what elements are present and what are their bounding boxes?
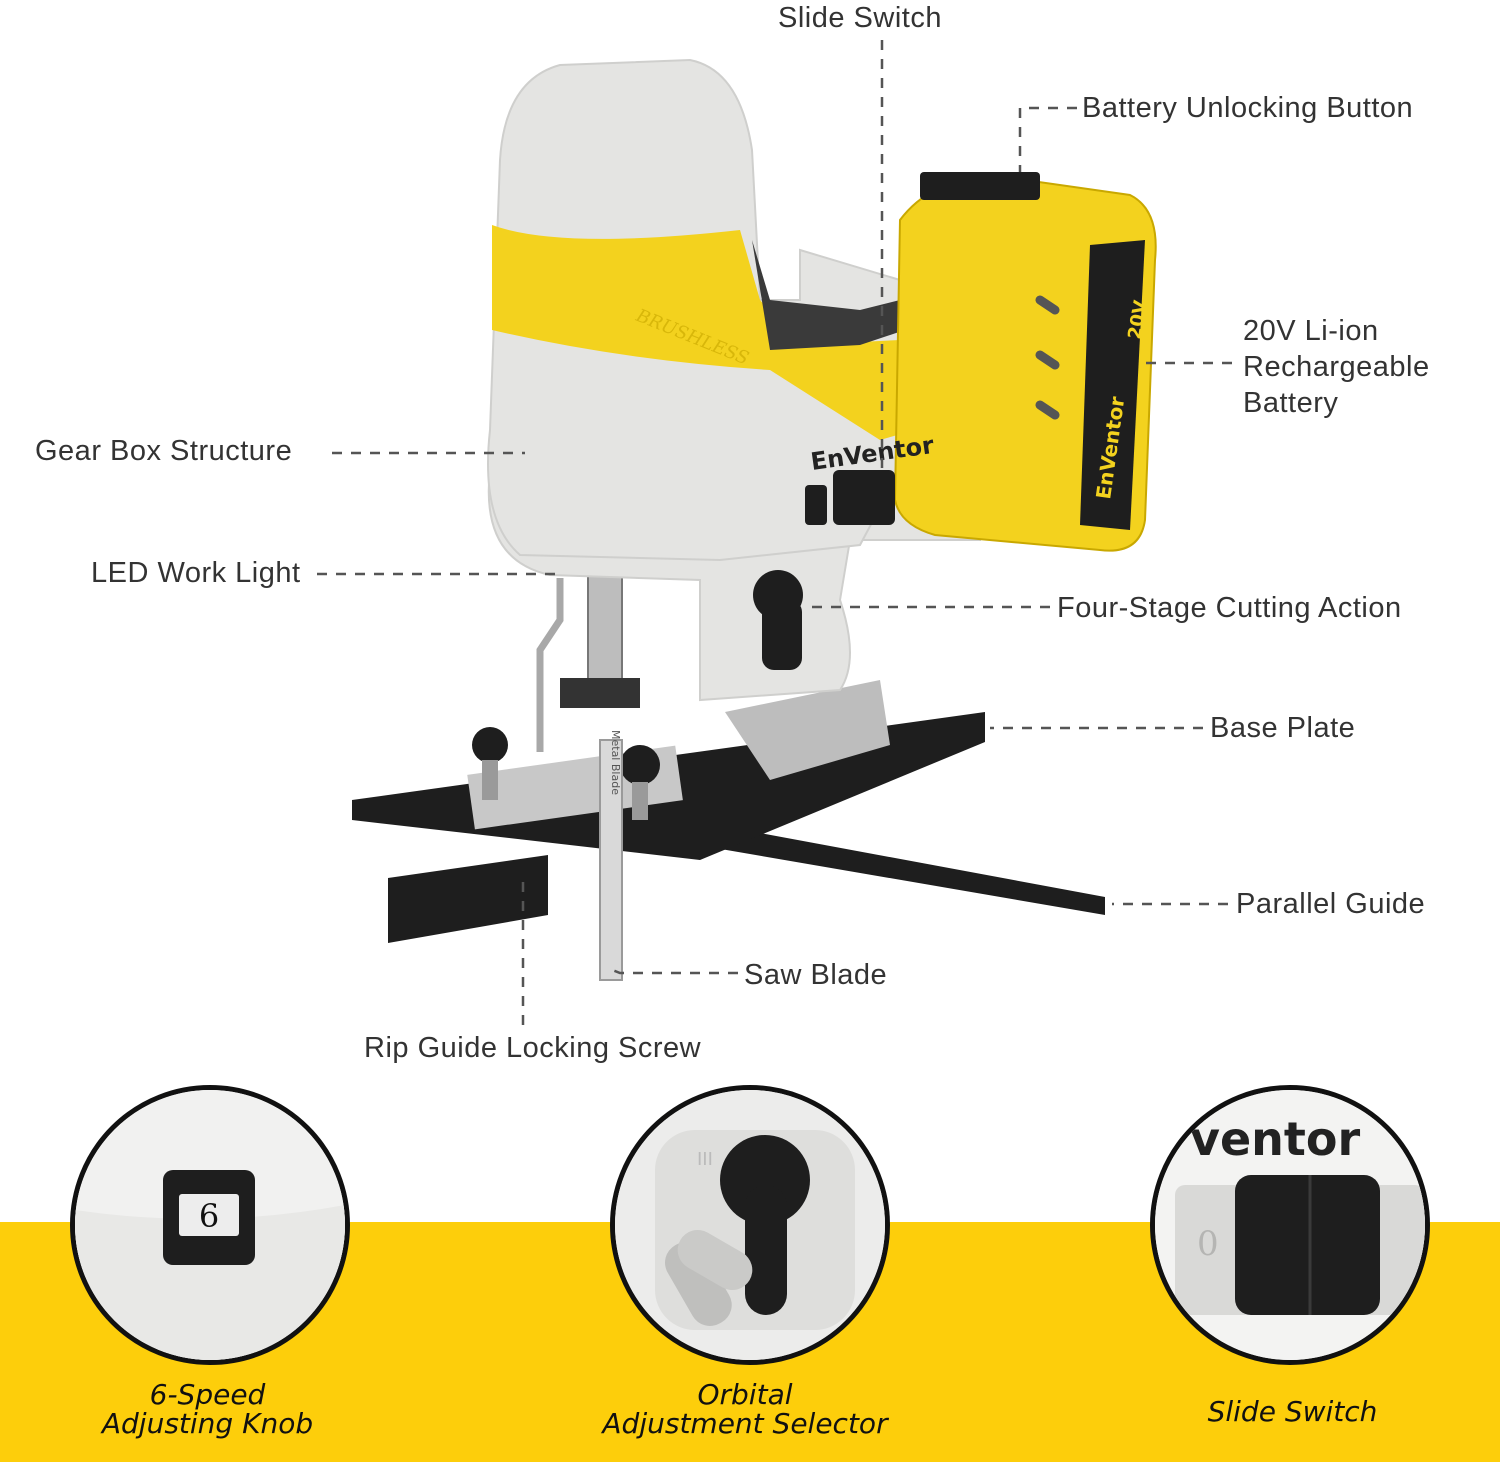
- saw-blade: [599, 739, 623, 981]
- plunger: [587, 574, 623, 696]
- battery-vents: [1035, 295, 1060, 420]
- orbital-mark: III: [697, 1149, 713, 1170]
- led-wire-guard: [536, 578, 564, 752]
- tool-black-grip: [752, 240, 905, 350]
- callout-led-work-light: LED Work Light: [91, 557, 301, 589]
- callout-base-plate: Base Plate: [1210, 712, 1356, 744]
- callout-battery-line-3: Battery: [1243, 387, 1339, 419]
- battery-label-panel: [1080, 240, 1145, 530]
- blade-text-mark: Metal Blade: [609, 730, 622, 795]
- detail-speed-dial-zoom: 6: [70, 1085, 350, 1365]
- callout-gear-box-structure: Gear Box Structure: [35, 435, 293, 467]
- callout-battery-unlocking-button: Battery Unlocking Button: [1082, 92, 1414, 124]
- callout-rip-guide-locking-screw: Rip Guide Locking Screw: [364, 1032, 702, 1064]
- orbital-knob-lever: [762, 600, 802, 670]
- caption-orbital-selector: Orbital Adjustment Selector: [585, 1380, 905, 1438]
- callout-battery-line-2: Rechargeable: [1243, 351, 1430, 383]
- caption-speed-dial-title: 6-Speed: [149, 1378, 266, 1411]
- rip-guide-stem-left: [482, 760, 498, 800]
- leader-saw-blade: [606, 966, 738, 975]
- base-plate-bracket: [725, 680, 890, 780]
- speed-dial-number: 6: [199, 1197, 219, 1235]
- callout-four-stage-cutting-action: Four-Stage Cutting Action: [1057, 592, 1402, 624]
- battery-release-button: [920, 172, 1040, 200]
- callout-battery-line-1: 20V Li-ion: [1243, 315, 1379, 347]
- speed-dial: [805, 485, 827, 525]
- callout-slide-switch: Slide Switch: [778, 2, 942, 34]
- switch-brand-fragment: ventor: [1190, 1112, 1361, 1166]
- tool-yellow-band: [492, 225, 950, 440]
- jigsaw-illustration: EnVentor BRUSHLESS 20V EnVentor Metal Bl…: [317, 40, 1232, 1025]
- leader-battery-unlock: [1018, 106, 1077, 172]
- rip-guide-knob-right: [620, 745, 660, 785]
- slide-switch: [833, 470, 895, 525]
- switch-zero-mark: 0: [1197, 1224, 1219, 1264]
- caption-slide-switch-subtitle: Slide Switch: [1207, 1395, 1378, 1428]
- callout-parallel-guide: Parallel Guide: [1236, 888, 1426, 920]
- detail-slide-switch-zoom: ventor 0: [1150, 1085, 1430, 1365]
- rip-guide-knob-left: [472, 727, 508, 763]
- caption-orbital-subtitle: Adjustment Selector: [602, 1407, 888, 1440]
- caption-orbital-title: Orbital: [697, 1378, 793, 1411]
- blade-clamp: [560, 678, 640, 708]
- parallel-guide-bar: [680, 820, 1105, 915]
- callout-battery: 20V Li-ion Rechargeable Battery: [1243, 313, 1430, 421]
- speed-dial-closeup: 6: [75, 1090, 345, 1360]
- callout-saw-blade: Saw Blade: [744, 959, 888, 991]
- orbital-selector-closeup: III: [615, 1090, 885, 1360]
- caption-speed-dial: 6-Speed Adjusting Knob: [70, 1380, 345, 1438]
- caption-slide-switch: Slide Switch: [1160, 1397, 1425, 1426]
- caption-speed-dial-subtitle: Adjusting Knob: [101, 1407, 314, 1440]
- base-plate-tab: [388, 855, 548, 943]
- slide-switch-closeup: ventor 0: [1155, 1090, 1425, 1360]
- rip-guide-stem-right: [632, 782, 648, 820]
- detail-orbital-selector-zoom: III: [610, 1085, 890, 1365]
